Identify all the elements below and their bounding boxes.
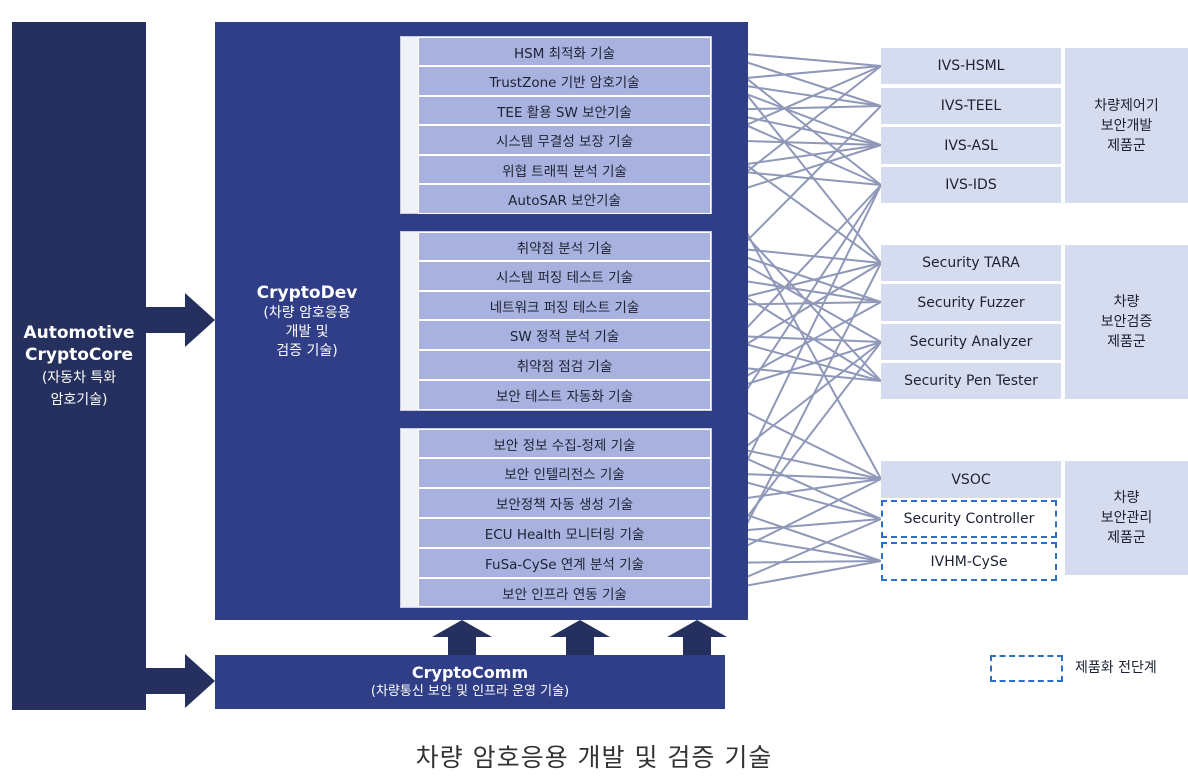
product-box: Security TARA xyxy=(881,245,1061,281)
product-box-dashed: IVHM-CySe xyxy=(881,542,1057,581)
arrow-up-2 xyxy=(550,620,610,655)
cryptodev-subtitle-line3: 검증 기술) xyxy=(276,343,338,359)
cryptodev-subtitle-line2: 개발 및 xyxy=(285,324,329,340)
tech-item: SW 정적 분석 기술 xyxy=(418,320,711,350)
arrow-right-to-comm xyxy=(146,654,215,708)
cryptocomm-subtitle: (차량통신 보안 및 인프라 운영 기술) xyxy=(370,684,570,699)
tech-item: 시스템 퍼징 테스트 기술 xyxy=(418,261,711,291)
tech-item: 보안 인텔리전스 기술 xyxy=(418,458,711,488)
product-box: IVS-TEEL xyxy=(881,88,1061,124)
product-box: Security Pen Tester xyxy=(881,363,1061,399)
cryptocore-title-line1: Automotive xyxy=(23,323,135,343)
cryptodev-subtitle-line1: (차량 암호응용 xyxy=(263,305,351,321)
product-box: VSOC xyxy=(881,461,1061,498)
cryptocore-subtitle-line1: (자동차 특화 xyxy=(41,370,117,386)
product-box: Security Fuzzer xyxy=(881,284,1061,321)
tech-item: AutoSAR 보안기술 xyxy=(418,184,711,214)
cryptocore-subtitle-line2: 암호기술) xyxy=(50,392,108,408)
figure-caption: 차량 암호응용 개발 및 검증 기술 xyxy=(415,743,773,772)
tech-item: HSM 최적화 기술 xyxy=(418,37,711,66)
cryptocore-block: Automotive CryptoCore (자동차 특화 암호기술) xyxy=(12,22,146,710)
arrow-up-3 xyxy=(667,620,727,655)
tech-item: 보안 정보 수집-정제 기술 xyxy=(418,429,711,458)
cryptocore-title-line2: CryptoCore xyxy=(25,345,133,365)
tech-item: 네트워크 퍼징 테스트 기술 xyxy=(418,291,711,320)
product-box: IVS-HSML xyxy=(881,48,1061,84)
tech-item: 위협 트래픽 분석 기술 xyxy=(418,155,711,184)
cryptocomm-block: CryptoComm (차량통신 보안 및 인프라 운영 기술) xyxy=(215,655,725,709)
legend-dashed-swatch xyxy=(990,655,1063,682)
tech-item: 취약점 점검 기술 xyxy=(418,350,711,380)
product-box: Security Analyzer xyxy=(881,324,1061,360)
cryptodev-label: CryptoDev (차량 암호응용 개발 및 검증 기술) xyxy=(222,282,392,361)
tech-item: 보안정책 자동 생성 기술 xyxy=(418,488,711,518)
tech-item: FuSa-CySe 연계 분석 기술 xyxy=(418,548,711,578)
tech-item: 보안 테스트 자동화 기술 xyxy=(418,380,711,410)
tech-item: ECU Health 모니터링 기술 xyxy=(418,518,711,548)
tech-item: TEE 활용 SW 보안기술 xyxy=(418,96,711,125)
tech-item: 보안 인프라 연동 기술 xyxy=(418,578,711,607)
cryptodev-title: CryptoDev xyxy=(256,283,358,303)
tech-item: TrustZone 기반 암호기술 xyxy=(418,66,711,96)
tech-item: 취약점 분석 기술 xyxy=(418,232,711,261)
arrow-up-1 xyxy=(432,620,492,655)
arrow-right-to-dev xyxy=(146,293,215,347)
tech-item: 시스템 무결성 보장 기술 xyxy=(418,125,711,155)
product-box: IVS-ASL xyxy=(881,127,1061,164)
product-box-dashed: Security Controller xyxy=(881,500,1057,538)
legend-label: 제품화 전단계 xyxy=(1075,660,1157,676)
product-box: IVS-IDS xyxy=(881,167,1061,203)
cryptocomm-title: CryptoComm xyxy=(411,663,529,682)
